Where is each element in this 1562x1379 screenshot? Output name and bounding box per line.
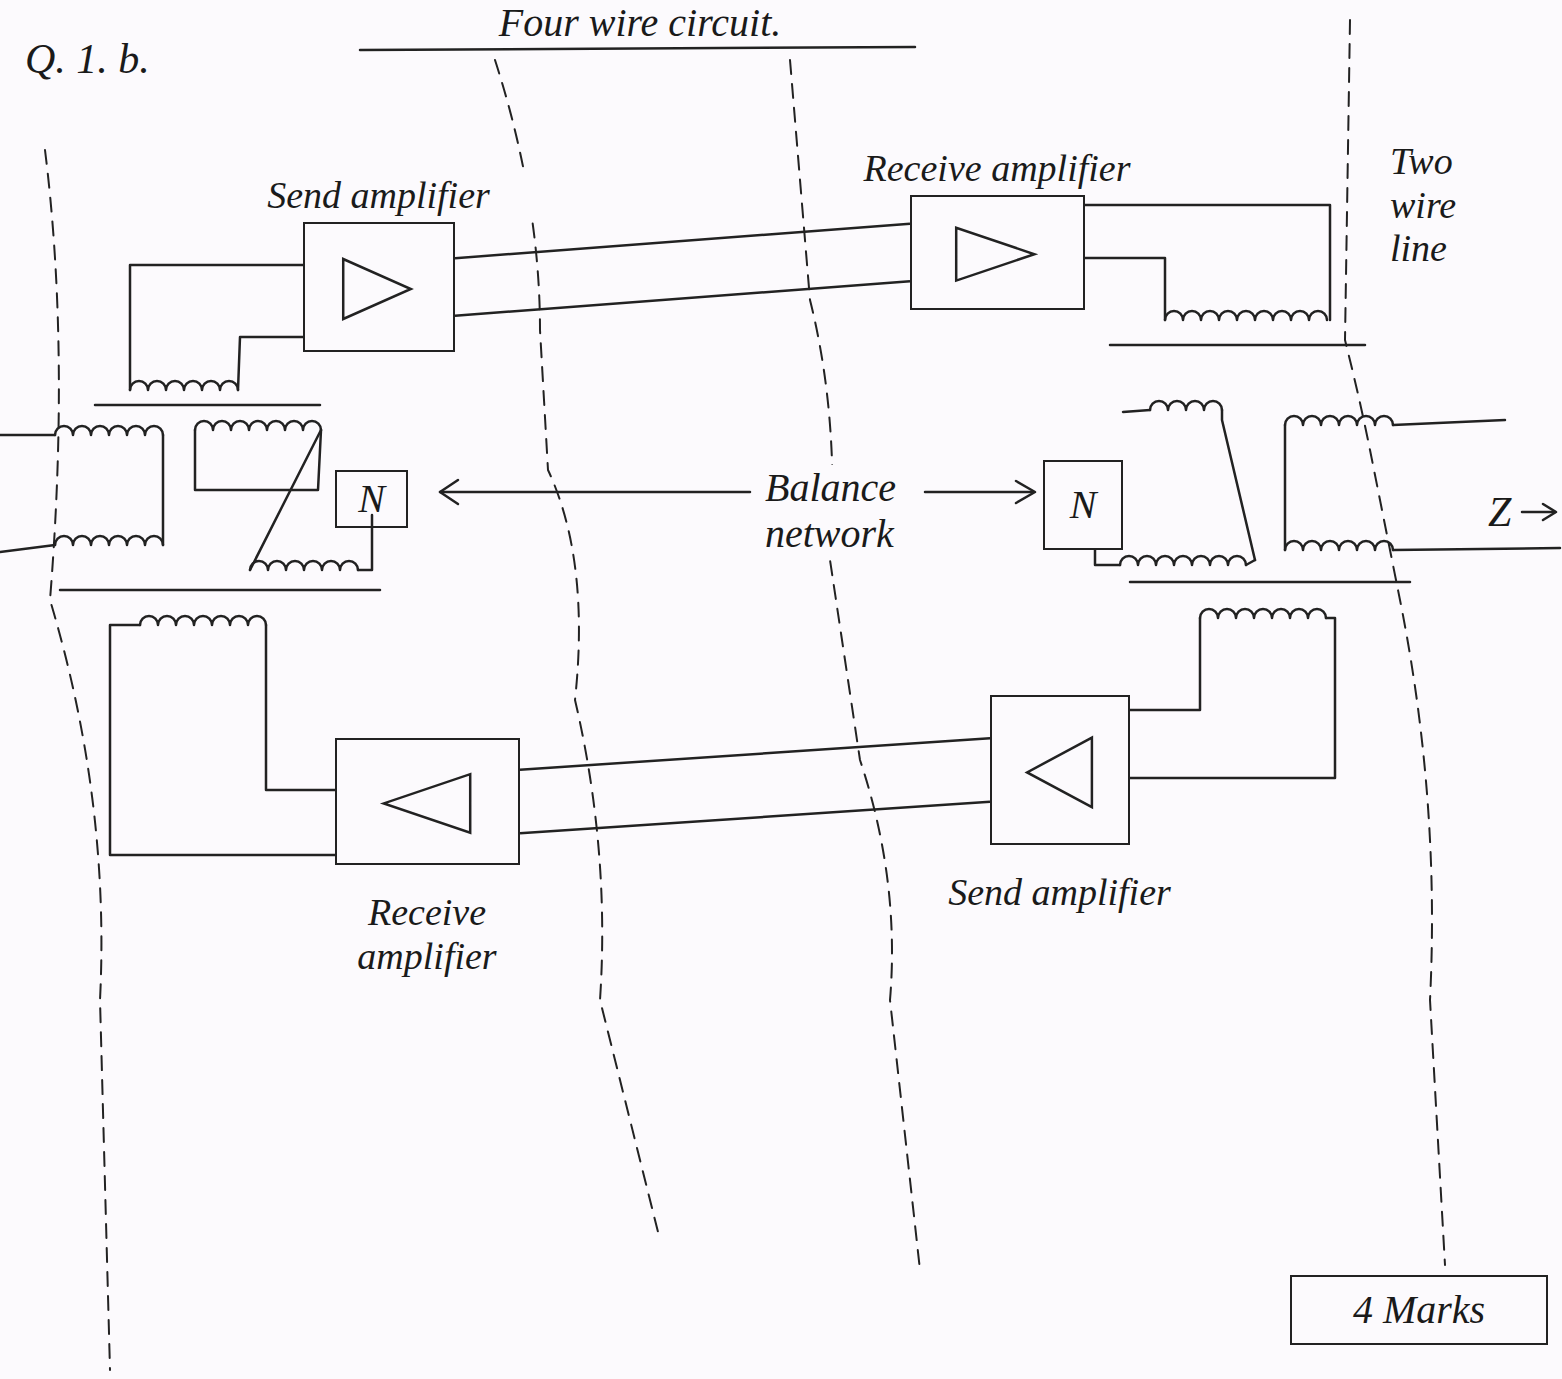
title-wrap: Four wire circuit.: [360, 0, 920, 46]
amplifier-triangle: [1027, 738, 1092, 808]
amplifier-symbol: [992, 697, 1128, 843]
coil-winding: [1150, 401, 1222, 410]
coil-winding: [195, 421, 321, 430]
amplifier-box: Send amplifier: [990, 695, 1130, 845]
wire: [162, 435, 165, 545]
wire: [1123, 410, 1150, 412]
wire: [0, 434, 55, 437]
amplifier-label: Send amplifier: [940, 871, 1180, 915]
label-wrap: Z: [1488, 488, 1528, 536]
wire: [110, 625, 335, 855]
balance-network-box: N: [335, 470, 408, 528]
wire: [238, 337, 303, 390]
wire: [455, 224, 910, 259]
wire: [1246, 560, 1255, 565]
title: Four wire circuit.: [499, 0, 782, 45]
arrow-head: [440, 480, 458, 504]
balance-network-box: N: [1043, 460, 1123, 550]
pointer-arrow: [440, 491, 750, 494]
wire-pair: [455, 224, 910, 316]
arrow-head: [1543, 504, 1556, 520]
transformer-core: [60, 589, 380, 592]
line-label: Two wire line: [1390, 140, 1456, 269]
wire: [1085, 258, 1165, 320]
section-boundary: [790, 60, 920, 1270]
box-text: N: [1070, 483, 1097, 527]
section-boundary: [45, 150, 110, 1370]
transformer-core: [1110, 344, 1365, 347]
title-underline: [360, 47, 915, 50]
impedance-label: Z: [1488, 489, 1511, 535]
wire: [520, 802, 990, 834]
wire: [1393, 548, 1560, 550]
wire: [1222, 410, 1255, 560]
coil-winding: [1285, 541, 1393, 550]
pointer-arrow: [925, 491, 1033, 494]
coil-winding: [140, 616, 266, 625]
coil-winding: [1120, 556, 1246, 565]
wire: [195, 430, 321, 490]
label-wrap: Balance network: [765, 465, 940, 557]
marks-box: 4 Marks: [1290, 1275, 1548, 1345]
coil-winding: [55, 426, 163, 435]
transformer-core: [1130, 581, 1410, 584]
coil-winding: [1285, 416, 1393, 425]
transformer-core: [95, 404, 320, 407]
coil-winding: [1165, 311, 1327, 320]
wire: [0, 545, 55, 552]
section-boundary: [495, 60, 660, 1240]
amplifier-triangle: [384, 774, 470, 833]
wire: [358, 515, 372, 570]
wire: [1130, 618, 1335, 778]
label-wrap: Two wire line: [1390, 140, 1520, 271]
amplifier-symbol: [305, 224, 453, 350]
amplifier-triangle: [956, 228, 1034, 281]
box-text: N: [358, 477, 385, 521]
wire: [1085, 205, 1330, 320]
pointer-arrow: [1522, 511, 1555, 514]
amplifier-label: Receive amplifier: [317, 891, 537, 978]
wire: [130, 265, 303, 390]
balance-network-label: Balance network: [765, 465, 896, 556]
wire-pair: [520, 738, 990, 833]
wire: [1393, 420, 1505, 425]
amplifier-box: Receive amplifier: [910, 195, 1085, 310]
box-text: 4 Marks: [1353, 1288, 1485, 1332]
wire: [520, 738, 990, 770]
amplifier-box: Receive amplifier: [335, 738, 520, 865]
wire: [250, 430, 321, 570]
amplifier-label: Receive amplifier: [837, 147, 1157, 191]
wire: [1284, 425, 1287, 550]
amplifier-symbol: [912, 197, 1083, 308]
amplifier-box: Send amplifier: [303, 222, 455, 352]
coil-winding: [130, 381, 238, 390]
amplifier-label: Send amplifier: [219, 174, 539, 218]
wire: [266, 625, 335, 790]
amplifier-symbol: [337, 740, 518, 863]
wire: [1095, 550, 1120, 565]
label-wrap: Q. 1. b.: [25, 35, 285, 83]
amplifier-triangle: [343, 259, 411, 319]
question-number: Q. 1. b.: [25, 36, 150, 82]
wire: [1130, 618, 1200, 710]
coil-winding: [250, 561, 358, 570]
arrow-head: [1016, 481, 1035, 503]
coil-winding: [55, 536, 163, 545]
wire: [455, 281, 910, 316]
coil-winding: [1200, 609, 1326, 618]
